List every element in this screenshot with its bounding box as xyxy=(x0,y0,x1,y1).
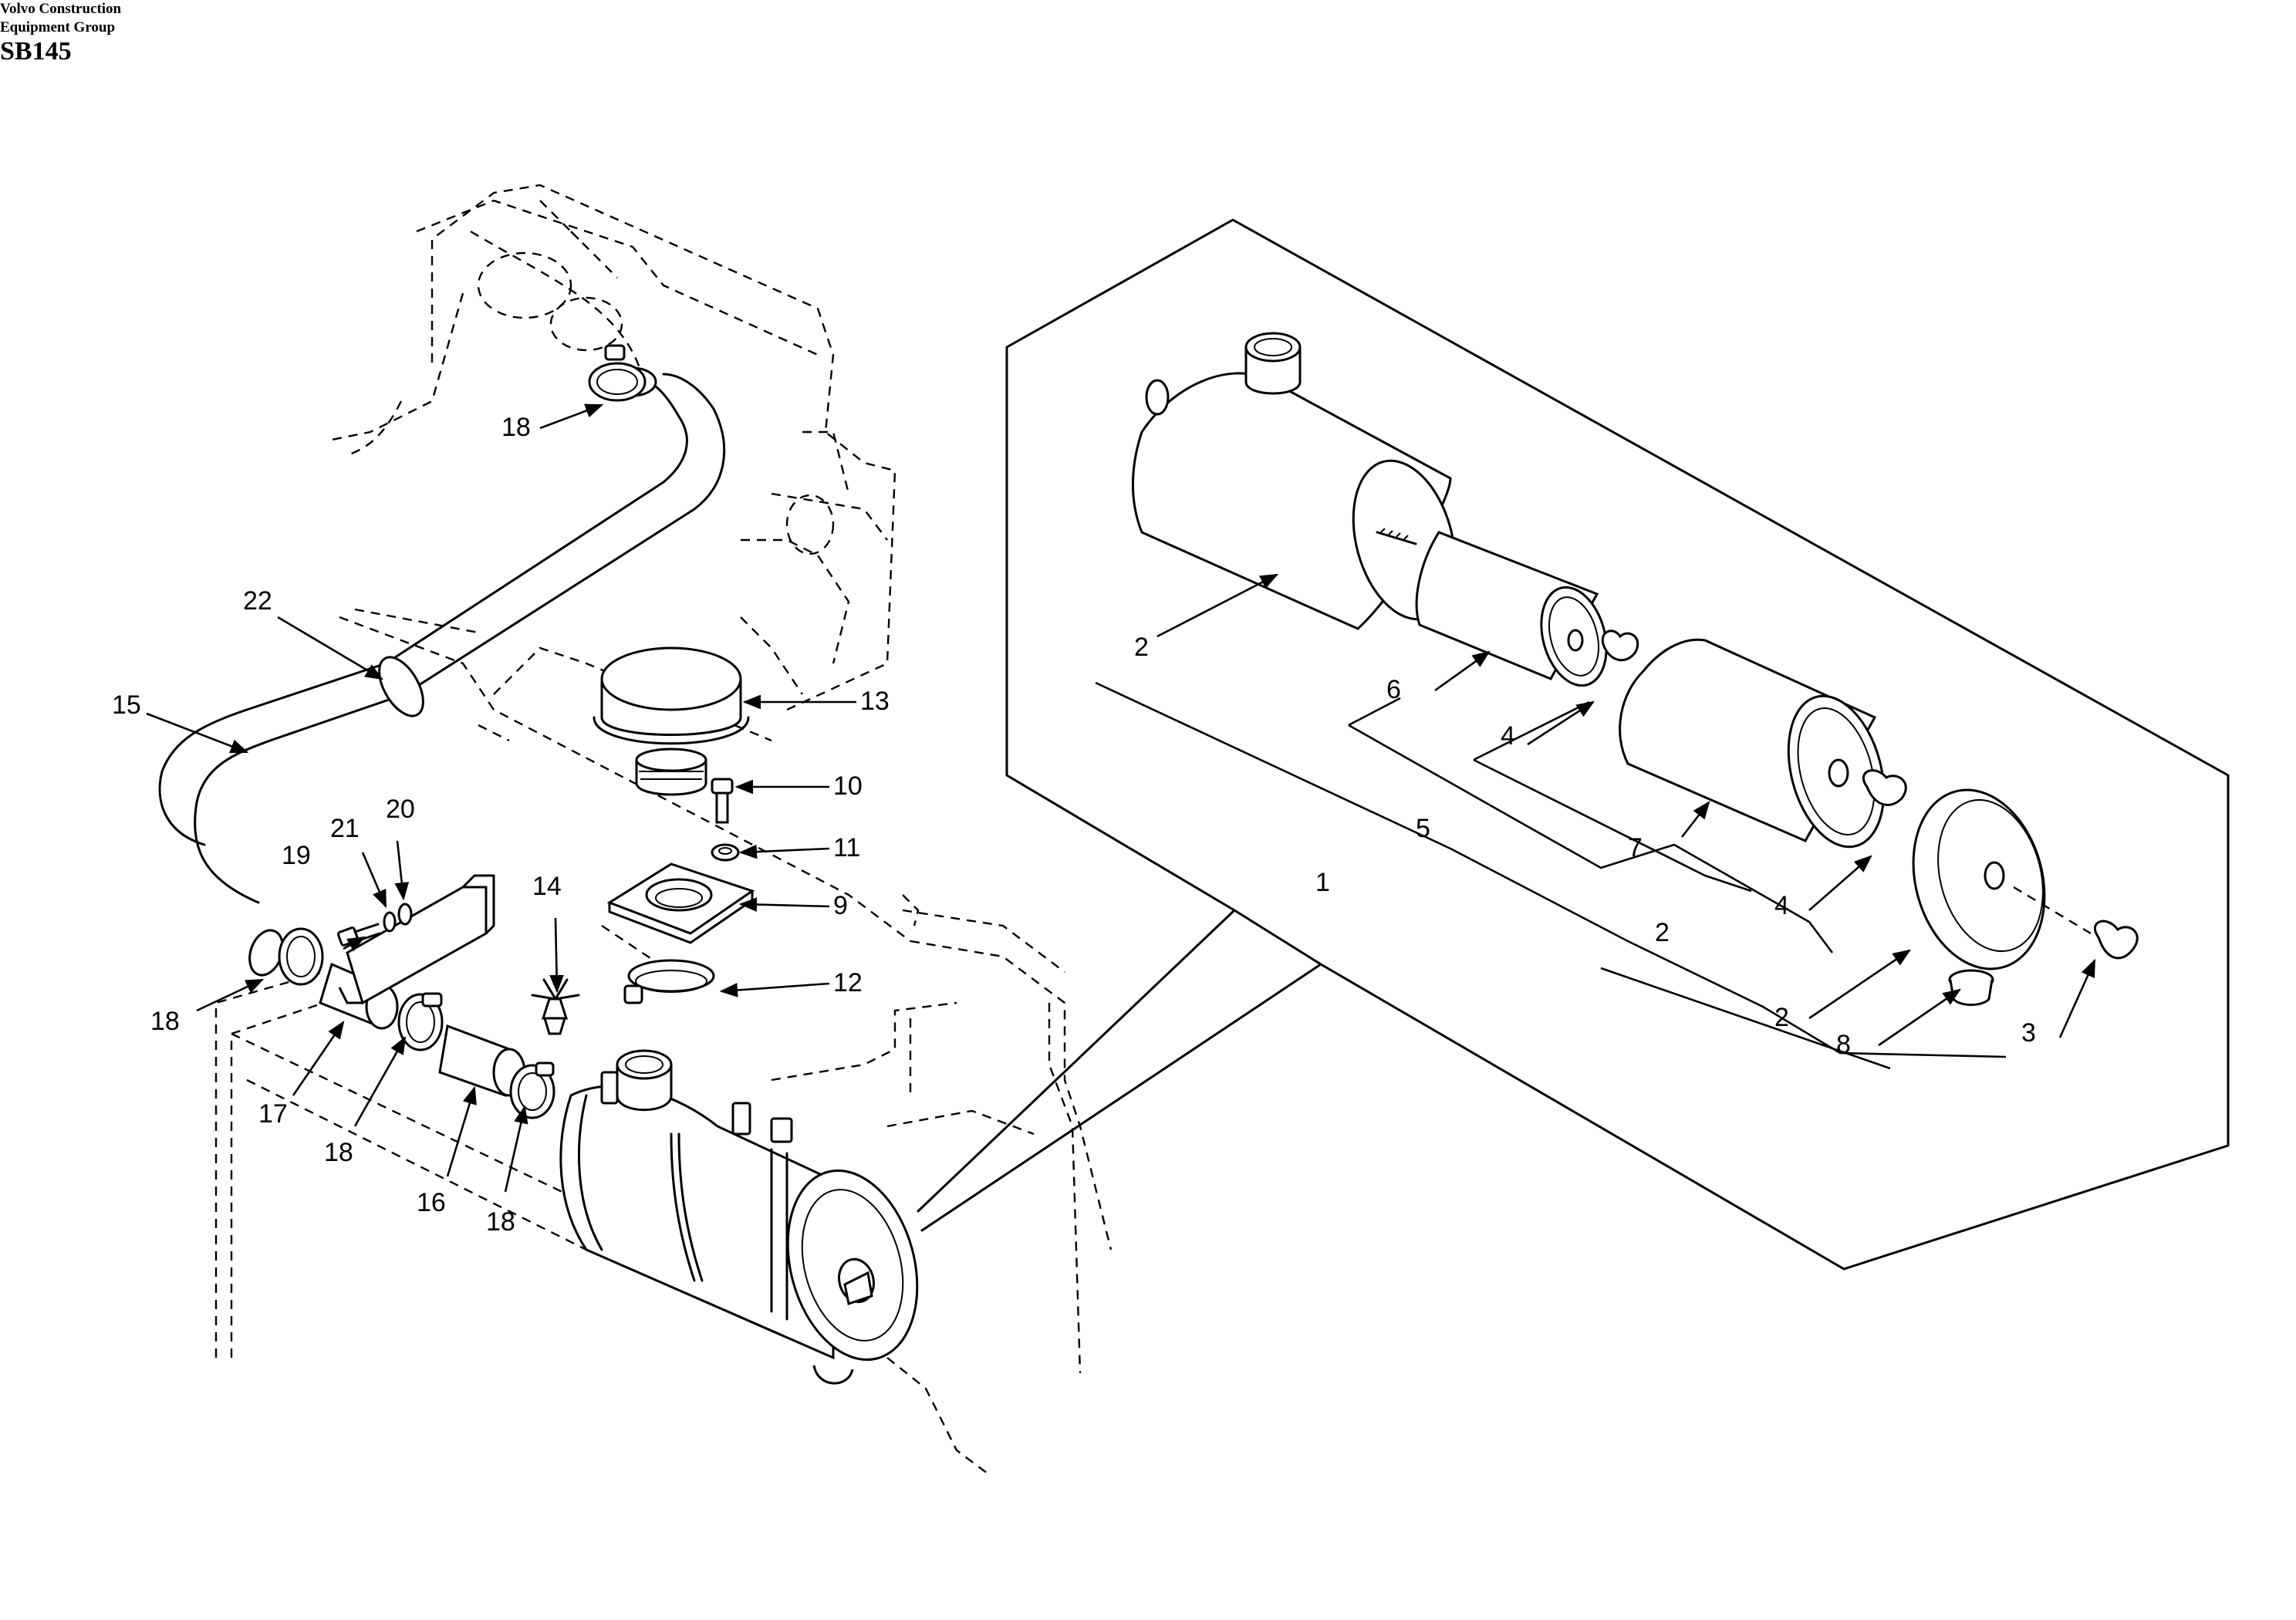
callout-3: 3 xyxy=(2021,1018,2036,1048)
hose-clamp-middle xyxy=(397,992,444,1051)
pre-cleaner-13 xyxy=(593,646,750,796)
callout-19: 19 xyxy=(282,841,311,870)
bolt-10 xyxy=(711,778,734,824)
callout-7: 7 xyxy=(1628,833,1643,862)
callout-4-upper: 4 xyxy=(1501,721,1515,751)
callout-labels: 1 2 2 2 3 4 4 5 6 7 8 9 10 11 12 13 14 1… xyxy=(112,413,2036,1237)
inset-grouping-lines xyxy=(1095,681,2007,1070)
callout-17: 17 xyxy=(258,1099,288,1129)
support-bracket xyxy=(338,874,495,1005)
leader-lines xyxy=(146,403,2096,1193)
hose-clamp-lower xyxy=(509,1061,555,1119)
callout-2-housing: 2 xyxy=(1134,633,1149,662)
flange-plate-9 xyxy=(606,862,755,944)
callout-2-cover: 2 xyxy=(1655,918,1670,947)
callout-1: 1 xyxy=(1315,868,1330,897)
callout-16: 16 xyxy=(417,1188,446,1217)
callout-6: 6 xyxy=(1386,675,1401,704)
callout-8: 8 xyxy=(1836,1030,1851,1059)
callout-9: 9 xyxy=(833,891,848,920)
inset-valve-8 xyxy=(1948,969,1994,1006)
callout-15: 15 xyxy=(112,690,141,720)
inset-wing-nut-3 xyxy=(2013,886,2139,960)
nut-11 xyxy=(711,843,740,862)
clamp-ring-12 xyxy=(623,959,715,1004)
inset-wing-nut-4-lower xyxy=(1862,769,1907,806)
dust-valve-14 xyxy=(531,978,580,1035)
company-name: Volvo Construction Equipment Group xyxy=(0,0,216,37)
callout-22: 22 xyxy=(243,586,272,616)
air-filter-housing xyxy=(559,1049,919,1385)
callout-14: 14 xyxy=(532,872,562,901)
callout-11: 11 xyxy=(833,833,860,862)
washer-21 xyxy=(383,911,397,933)
callout-13: 13 xyxy=(860,687,890,716)
inset-wing-nut-4-upper xyxy=(1602,629,1639,662)
washer-20 xyxy=(397,903,413,926)
inset-main-filter-7 xyxy=(1619,638,1886,849)
inset-frame xyxy=(917,218,2230,1271)
company-name-line2: Equipment Group xyxy=(0,19,116,35)
diagram-code: SB145 xyxy=(0,37,72,66)
callout-5: 5 xyxy=(1416,814,1430,843)
inset-cover-2 xyxy=(1912,788,2046,970)
hose-clamp-upper xyxy=(588,344,647,402)
callout-4-lower: 4 xyxy=(1774,891,1789,920)
callout-2-lower: 2 xyxy=(1774,1003,1789,1032)
hose-clamp-left xyxy=(278,927,324,986)
callout-21: 21 xyxy=(330,814,360,843)
callout-10: 10 xyxy=(833,771,863,801)
engine-outline xyxy=(331,184,896,711)
company-name-line1: Volvo Construction xyxy=(0,1,122,17)
frame-outline xyxy=(214,608,1113,1474)
inset-safety-filter-6 xyxy=(1415,531,1608,687)
callout-18-middle: 18 xyxy=(324,1138,353,1167)
callout-18-left: 18 xyxy=(150,1007,180,1036)
callout-18-bottom: 18 xyxy=(486,1207,515,1237)
callout-20: 20 xyxy=(386,795,415,824)
callout-18-top: 18 xyxy=(501,413,531,442)
callout-12: 12 xyxy=(833,968,863,997)
